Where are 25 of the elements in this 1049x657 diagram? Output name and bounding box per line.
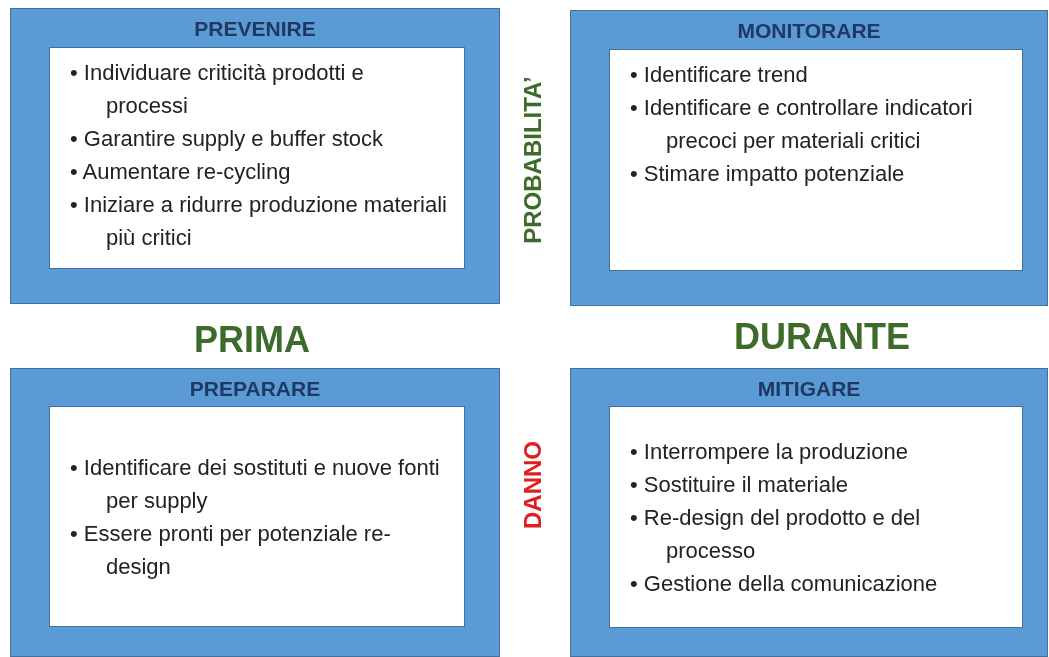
panel-title: PREPARARE	[188, 377, 322, 401]
bullet-item: • Individuare criticità prodotti e processi	[70, 59, 365, 120]
bullet-item: • Aumentare re-cycling	[70, 158, 292, 186]
panel-title: MITIGARE	[756, 377, 862, 401]
quadrant-panel	[10, 368, 500, 657]
quadrant-panel	[570, 10, 1048, 306]
bullet-item: • Re-design del prodotto e del processo	[630, 503, 922, 565]
panel-title: PREVENIRE	[193, 17, 317, 41]
bullet-item: • Interrompere la produzione	[630, 437, 909, 466]
axis-label: PROBABILITA’	[519, 76, 547, 244]
quadrant-panel	[10, 8, 500, 304]
phase-label: PRIMA	[194, 319, 310, 361]
panel-title: MONITORARE	[736, 19, 882, 43]
bullet-item: • Identificare trend	[630, 61, 809, 89]
phase-label: DURANTE	[734, 316, 910, 358]
bullet-item: • Identificare e controllare indicatori precoci per materiali critici	[630, 94, 974, 155]
bullet-item: • Sostituire il materiale	[630, 470, 849, 499]
axis-label: DANNO	[519, 441, 547, 529]
bullet-item: • Gestione della comunicazione	[630, 569, 939, 598]
bullet-item: • Identificare dei sostituti e nuove fonti per supply	[70, 453, 441, 515]
bullet-item: • Essere pronti per potenziale re-design	[70, 519, 392, 581]
bullet-item: • Iniziare a ridurre produzione materiali più critici	[70, 191, 448, 252]
bullet-item: • Garantire supply e buffer stock	[70, 125, 384, 153]
bullet-item: • Stimare impatto potenziale	[630, 160, 906, 188]
quadrant-panel	[570, 368, 1048, 657]
